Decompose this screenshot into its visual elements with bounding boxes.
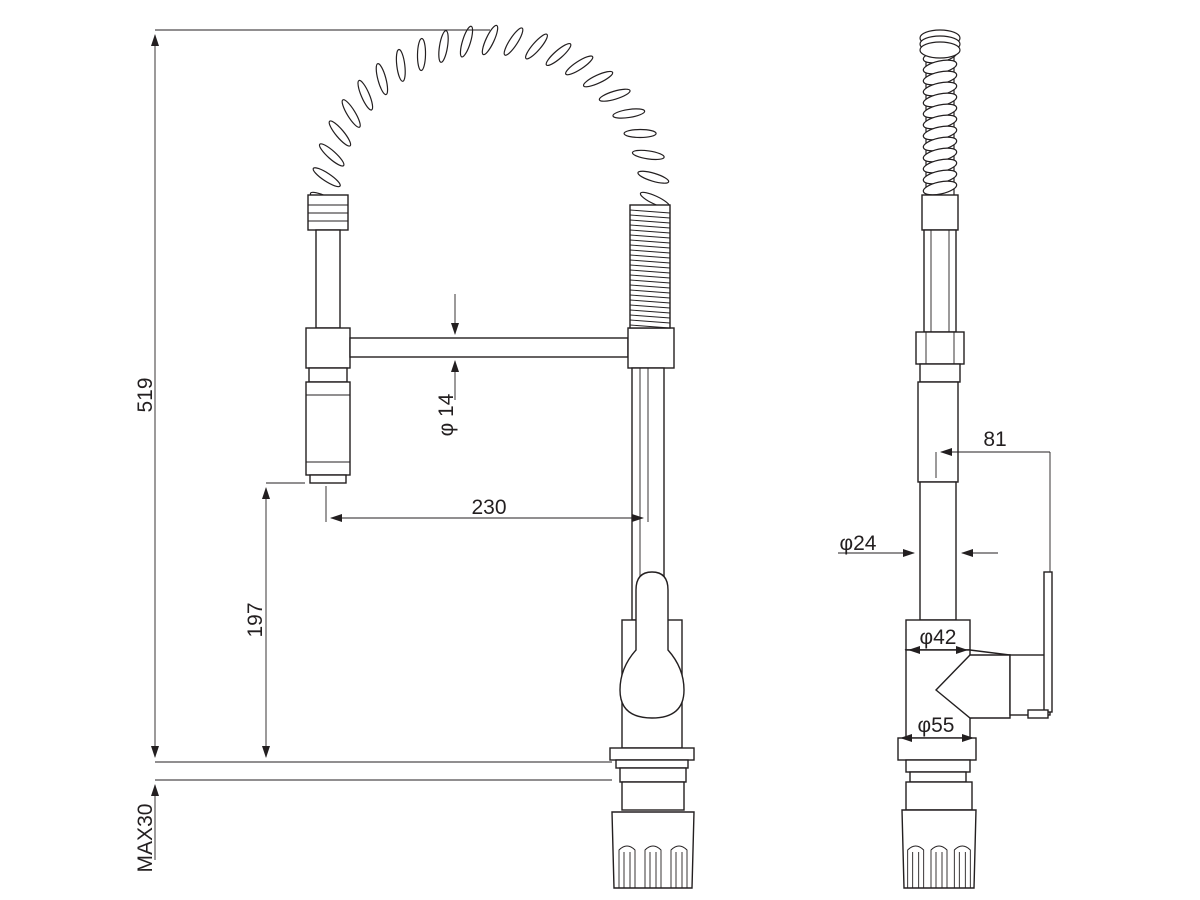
dim-spout-reach: 230: [471, 496, 506, 519]
front-dimensions: 519 197 230 φ 14 MAX30: [134, 29, 649, 873]
dim-body-diameter: φ24: [840, 532, 877, 555]
compressed-spring: [629, 204, 671, 329]
dim-collar-diameter: φ42: [920, 626, 957, 649]
dim-spout-height: 197: [244, 602, 267, 637]
dim-side-offset: 81: [983, 428, 1006, 451]
front-view: [305, 24, 695, 889]
dim-total-height: 519: [134, 377, 157, 412]
dim-base-diameter: φ55: [918, 714, 955, 737]
dim-max-thickness: MAX30: [134, 804, 157, 873]
dim-bar-diameter: φ 14: [435, 393, 458, 436]
side-view: [897, 29, 1053, 889]
side-dimensions: 81 φ24 φ42 φ55: [838, 428, 1051, 742]
spring-coil: [309, 24, 671, 209]
